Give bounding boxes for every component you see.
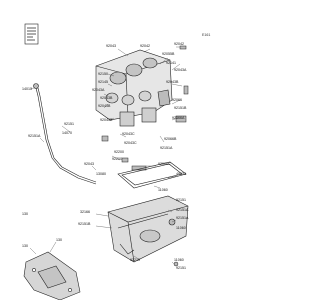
part-label: 92141 — [166, 61, 176, 65]
part-label: 130 — [56, 238, 62, 242]
part-label: 92151A — [176, 208, 189, 212]
part-label: 11060 — [176, 226, 186, 230]
part-label: 92066B — [164, 137, 177, 141]
diagram-drawing — [23, 23, 189, 300]
part-label: 92200 — [112, 157, 122, 161]
part-label: 92043A — [92, 88, 105, 92]
part-label: 92066 — [172, 98, 182, 102]
part-label: 92210 — [130, 258, 140, 262]
part-label: 92043C — [124, 141, 137, 145]
part-label: 92043A — [174, 68, 187, 72]
brand-logo — [24, 23, 39, 45]
part-label: 32166 — [80, 210, 90, 214]
part-label: 11060 — [174, 258, 184, 262]
part-label: 92151A — [176, 216, 189, 220]
part-label: 92042 — [140, 44, 150, 48]
part-label: 92151 — [176, 198, 186, 202]
part-label: 92043B — [166, 80, 179, 84]
part-label: 92043 — [106, 44, 116, 48]
leader-lines — [29, 46, 183, 265]
part-label: 92066C — [158, 162, 171, 166]
part-label: 92151A — [160, 146, 173, 150]
part-label: 130 — [22, 212, 28, 216]
part-label: 92151B — [174, 106, 187, 110]
part-label: 130 — [22, 244, 28, 248]
crankcase-block — [95, 49, 173, 127]
bolts — [37, 45, 189, 283]
part-label: 92150 — [98, 72, 108, 76]
part-label: 92043 — [84, 162, 94, 166]
part-label: 92055B — [162, 52, 175, 56]
figure-number: E161 — [202, 33, 211, 37]
part-label: 92145 — [98, 80, 108, 84]
part-label: 92151 — [176, 266, 186, 270]
part-label: 92151 — [64, 122, 74, 126]
part-label: 14070 — [62, 131, 72, 135]
oil-pan — [107, 195, 189, 263]
part-label: 92043B — [100, 96, 113, 100]
part-label: 92043B — [100, 118, 113, 122]
part-label: 92042 — [174, 42, 184, 46]
part-label: 92043B — [98, 104, 111, 108]
part-label: 92066A — [172, 116, 185, 120]
part-label: 92200 — [114, 150, 124, 154]
part-label: 92151A — [28, 134, 41, 138]
part-label: 11060 — [158, 188, 168, 192]
part-label: 14013 — [22, 87, 32, 91]
part-label: 92151B — [78, 222, 91, 226]
oil-level-gauge-tube — [33, 83, 97, 185]
part-label: 13080 — [96, 172, 106, 176]
part-label: 92043C — [122, 132, 135, 136]
guard-plate — [23, 251, 81, 300]
part-label: 49033 — [176, 172, 186, 176]
parts-diagram: E161 92043 92042 92042 92055B 92043A 921… — [22, 23, 211, 300]
